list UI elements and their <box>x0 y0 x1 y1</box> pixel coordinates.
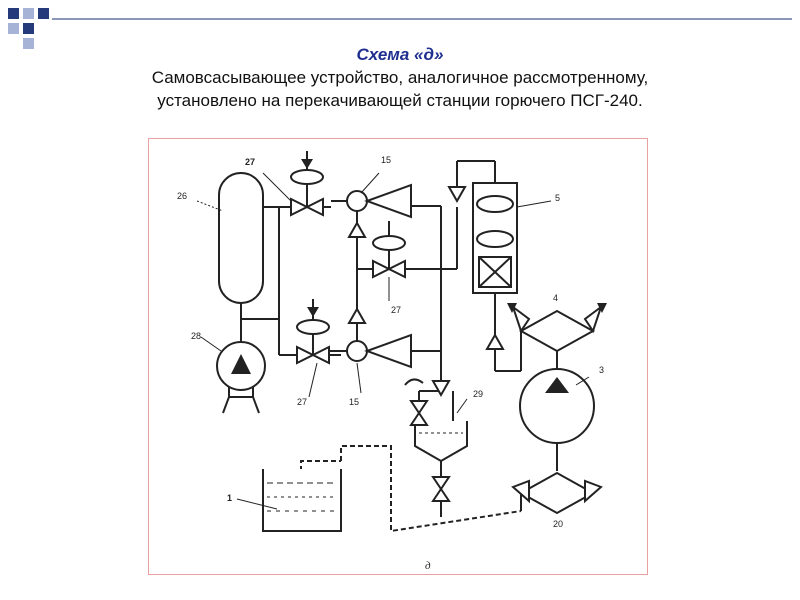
check-valves <box>347 186 505 398</box>
tank-1 <box>262 469 342 532</box>
slide-subtitle-line-1: Самовсасывающее устройство, аналогичное … <box>151 68 649 87</box>
valve-27-top <box>290 151 324 217</box>
label-27-top: 27 <box>245 157 255 167</box>
label-5: 5 <box>555 193 560 203</box>
diagram-frame: 27 15 5 26 27 4 28 3 27 15 29 1 20 д <box>148 138 648 575</box>
pump-28 <box>216 341 266 414</box>
slide-subtitle-line-2: установлено на перекачивающей станции го… <box>157 91 643 110</box>
slide-title: Схема «д» <box>356 45 444 64</box>
valve-block-4 <box>507 303 607 371</box>
deco-square <box>8 23 19 34</box>
filter-column-5 <box>472 182 518 294</box>
label-15-bottom: 15 <box>349 397 359 407</box>
valve-29 <box>404 378 429 426</box>
label-1: 1 <box>227 493 232 503</box>
valve-block-20 <box>511 471 603 515</box>
label-3: 3 <box>599 365 604 375</box>
deco-square <box>8 8 19 19</box>
pipe-network <box>240 160 558 517</box>
hose-lines <box>300 445 522 533</box>
tank-29 <box>414 391 468 463</box>
drain-valve <box>431 476 451 502</box>
label-27-bottom: 27 <box>297 397 307 407</box>
title-block: Схема «д» Самовсасывающее устройство, ан… <box>0 44 800 112</box>
label-26: 26 <box>177 191 187 201</box>
deco-square <box>23 8 34 19</box>
label-27-middle: 27 <box>391 305 401 315</box>
label-4: 4 <box>553 293 558 303</box>
label-15-top: 15 <box>381 155 391 165</box>
valve-27-bottom <box>296 299 330 365</box>
valve-27-middle <box>372 221 406 279</box>
ejector-15-top <box>331 183 412 219</box>
pump-3 <box>519 368 595 444</box>
deco-square <box>38 8 49 19</box>
vessel-26 <box>218 172 264 304</box>
pump-station-schematic: 27 15 5 26 27 4 28 3 27 15 29 1 20 д <box>177 151 607 572</box>
leader-lines <box>196 172 590 510</box>
diagram-caption: д <box>425 560 431 572</box>
deco-square <box>23 23 34 34</box>
deco-square <box>23 38 34 49</box>
label-29: 29 <box>473 389 483 399</box>
label-28: 28 <box>191 331 201 341</box>
ejector-15-bottom <box>329 333 412 369</box>
header-rule <box>52 18 792 20</box>
label-20: 20 <box>553 519 563 529</box>
